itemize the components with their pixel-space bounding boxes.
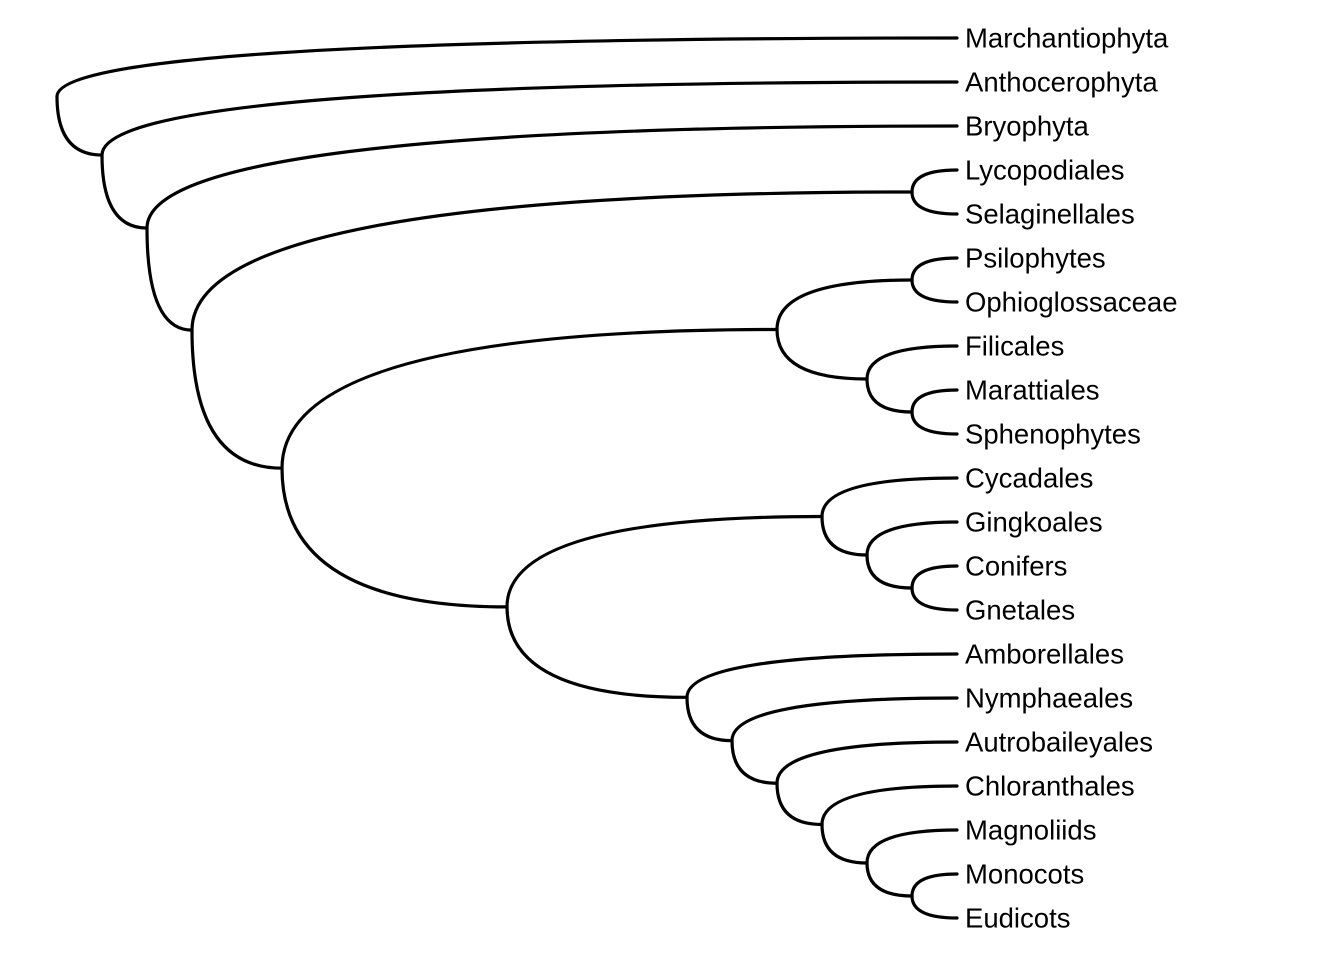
internal-branch [865,553,914,590]
tip-label: Sphenophytes [965,419,1141,450]
tip-label: Marchantiophyta [965,23,1169,54]
tip-branch [910,586,959,612]
internal-branch [505,605,689,699]
tip-label: Monocots [965,859,1084,890]
tip-branch [910,894,959,920]
tip-label: Cycadales [965,463,1093,494]
tip-label: Selaginellales [965,199,1135,230]
tip-label: Marattiales [965,375,1100,406]
tip-label: Psilophytes [965,243,1106,274]
internal-branch [865,861,914,898]
tip-branch [910,256,959,282]
tip-label: Gingkoales [965,507,1103,538]
internal-branch [775,327,869,381]
internal-branch [280,466,509,609]
internal-branch [775,278,914,332]
tip-branch [775,740,959,785]
tip-branch [820,476,959,519]
tip-branch [55,36,959,99]
internal-branch [100,153,149,230]
tip-label: Ophioglossaceae [965,287,1178,318]
tip-branch [910,564,959,590]
internal-branch [55,94,104,157]
internal-branch [280,327,779,470]
internal-branch [190,190,914,332]
internal-branch [775,781,824,827]
tip-branch [865,520,959,557]
tip-branch [820,784,959,827]
tip-branch [865,344,959,381]
tip-labels: MarchantiophytaAnthocerophytaBryophytaLy… [965,23,1178,934]
tip-label: Magnoliids [965,815,1096,846]
tip-label: Eudicots [965,903,1070,934]
tip-label: Amborellales [965,639,1124,670]
internal-branch [190,328,284,470]
internal-branch [145,226,194,332]
tip-label: Filicales [965,331,1064,362]
tip-label: Bryophyta [965,111,1090,142]
internal-branch [685,695,734,743]
tip-branch [910,168,959,194]
tip-branch [910,410,959,436]
tip-branch [910,388,959,414]
tip-label: Gnetales [965,595,1075,626]
branches [55,36,959,920]
tip-branch [910,190,959,216]
tip-branch [910,872,959,898]
tip-branch [910,278,959,304]
tip-label: Chloranthales [965,771,1135,802]
internal-branch [820,822,869,865]
tip-branch [730,696,959,743]
tip-branch [685,652,959,699]
tip-label: Lycopodiales [965,155,1125,186]
tip-branch [100,80,959,157]
internal-branch [505,514,824,609]
tip-label: Anthocerophyta [965,67,1158,98]
internal-branch [865,377,914,414]
internal-branch [730,739,779,785]
tip-label: Conifers [965,551,1067,582]
internal-branch [820,514,869,557]
tip-branch [865,828,959,865]
tip-branch [145,124,959,230]
tip-label: Autrobaileyales [965,727,1153,758]
tip-label: Nymphaeales [965,683,1133,714]
